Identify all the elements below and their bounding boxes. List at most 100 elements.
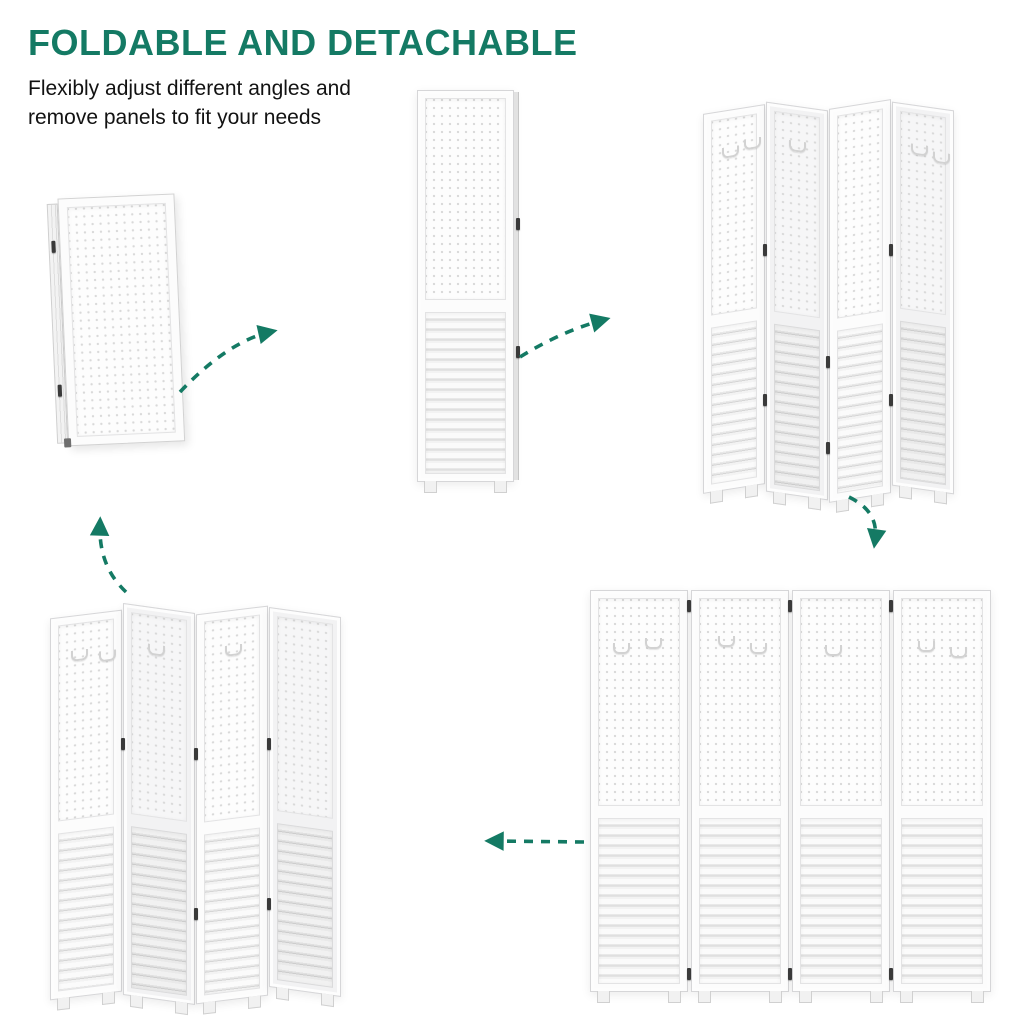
hinge	[267, 738, 271, 750]
peg-hook-icon	[722, 145, 739, 159]
hinge	[889, 600, 893, 612]
panel-feet	[830, 492, 890, 514]
folded-stack-face	[57, 193, 186, 447]
page-title: FOLDABLE AND DETACHABLE	[28, 22, 578, 63]
hinge	[763, 244, 767, 256]
panel-feet	[124, 994, 194, 1016]
arrow-angled-to-folded-icon	[89, 516, 128, 594]
peg-hook-icon	[950, 647, 967, 658]
panel-feet	[51, 991, 121, 1012]
divider-panel	[792, 590, 890, 1003]
panel-feet	[692, 991, 788, 1003]
peg-hook-icon	[918, 641, 935, 652]
louver-section	[711, 320, 757, 485]
peg-hook-icon	[911, 143, 928, 157]
louver-section	[800, 817, 882, 984]
hinge	[57, 384, 63, 397]
pegboard-section	[277, 616, 333, 820]
hinge	[194, 748, 198, 760]
louver-section	[58, 826, 114, 992]
pegboard-section	[699, 598, 781, 806]
peg-hook-icon	[225, 643, 242, 657]
louver-section	[204, 827, 260, 996]
divider-panel	[892, 101, 954, 495]
hinge	[516, 218, 520, 230]
peg-hook-icon	[148, 643, 165, 657]
peg-hook-icon	[750, 643, 767, 654]
divider-panel	[123, 602, 195, 1006]
hinge	[516, 346, 520, 358]
peg-hook-icon	[613, 643, 630, 654]
louver-section	[425, 312, 506, 474]
hinge	[194, 908, 198, 920]
header: FOLDABLE AND DETACHABLE Flexibly adjust …	[28, 22, 577, 133]
louver-section	[598, 817, 680, 984]
louver-section	[901, 817, 983, 984]
louver-section	[774, 323, 820, 492]
divider-panel	[691, 590, 789, 1003]
panel-feet	[893, 485, 953, 505]
panel-feet	[704, 483, 764, 505]
divider-panel	[269, 606, 341, 998]
hinge	[267, 898, 271, 910]
panel-side-edge	[514, 92, 519, 480]
hinge	[687, 968, 691, 980]
pegboard-section	[800, 598, 882, 806]
subtitle: Flexibly adjust different angles and rem…	[28, 74, 577, 133]
pegboard-section	[425, 98, 506, 300]
divider-panel	[829, 99, 891, 503]
panel-feet	[418, 481, 513, 493]
panel-foot	[63, 438, 72, 448]
hinge	[687, 600, 691, 612]
louver-section	[699, 817, 781, 984]
peg-hook-icon	[825, 645, 842, 656]
pegboard-section	[598, 598, 680, 806]
divider-panel	[893, 590, 991, 1003]
louver-section	[900, 320, 946, 486]
panel-feet	[793, 991, 889, 1003]
peg-hook-icon	[933, 151, 950, 165]
figure-four-panel-angled	[50, 598, 350, 1018]
figure-single-panel	[417, 90, 520, 500]
pegboard-section	[58, 618, 116, 822]
divider-panel	[703, 104, 765, 494]
peg-hook-icon	[718, 636, 735, 647]
peg-hook-icon	[789, 139, 806, 154]
panel-feet	[894, 991, 990, 1003]
hinge	[788, 600, 792, 612]
hinge	[889, 394, 893, 406]
pegboard-section	[66, 202, 176, 437]
panel-feet	[591, 991, 687, 1003]
arrow-single-to-zigzag-icon	[519, 313, 611, 359]
pegboard-section	[837, 108, 883, 319]
divider-panel	[417, 90, 514, 493]
figure-four-panel-zigzag	[703, 94, 965, 516]
panel-feet	[767, 491, 827, 511]
louver-section	[277, 823, 333, 988]
divider-panel	[766, 101, 828, 501]
hinge	[788, 968, 792, 980]
louver-section	[131, 826, 187, 996]
peg-hook-icon	[645, 638, 662, 649]
pegboard-section	[901, 598, 983, 806]
hinge	[889, 244, 893, 256]
arrow-folded-to-single-icon	[178, 325, 278, 394]
hinge	[826, 356, 830, 368]
subtitle-line-1: Flexibly adjust different angles and	[28, 77, 351, 100]
panel-feet	[270, 986, 340, 1008]
arrow-flat-to-angled-icon	[484, 831, 585, 851]
figure-four-panel-flat	[590, 590, 992, 1008]
louver-section	[837, 323, 883, 494]
hinge	[889, 968, 893, 980]
divider-panel	[196, 605, 268, 1005]
pegboard-section	[131, 612, 187, 822]
peg-hook-icon	[744, 136, 761, 151]
peg-hook-icon	[99, 649, 116, 663]
pegboard-section	[774, 110, 820, 319]
pegboard-section	[900, 110, 950, 315]
subtitle-line-2: remove panels to fit your needs	[28, 106, 321, 130]
hinge	[763, 394, 767, 406]
panel-feet	[197, 995, 267, 1016]
figure-folded-stack	[46, 193, 191, 455]
